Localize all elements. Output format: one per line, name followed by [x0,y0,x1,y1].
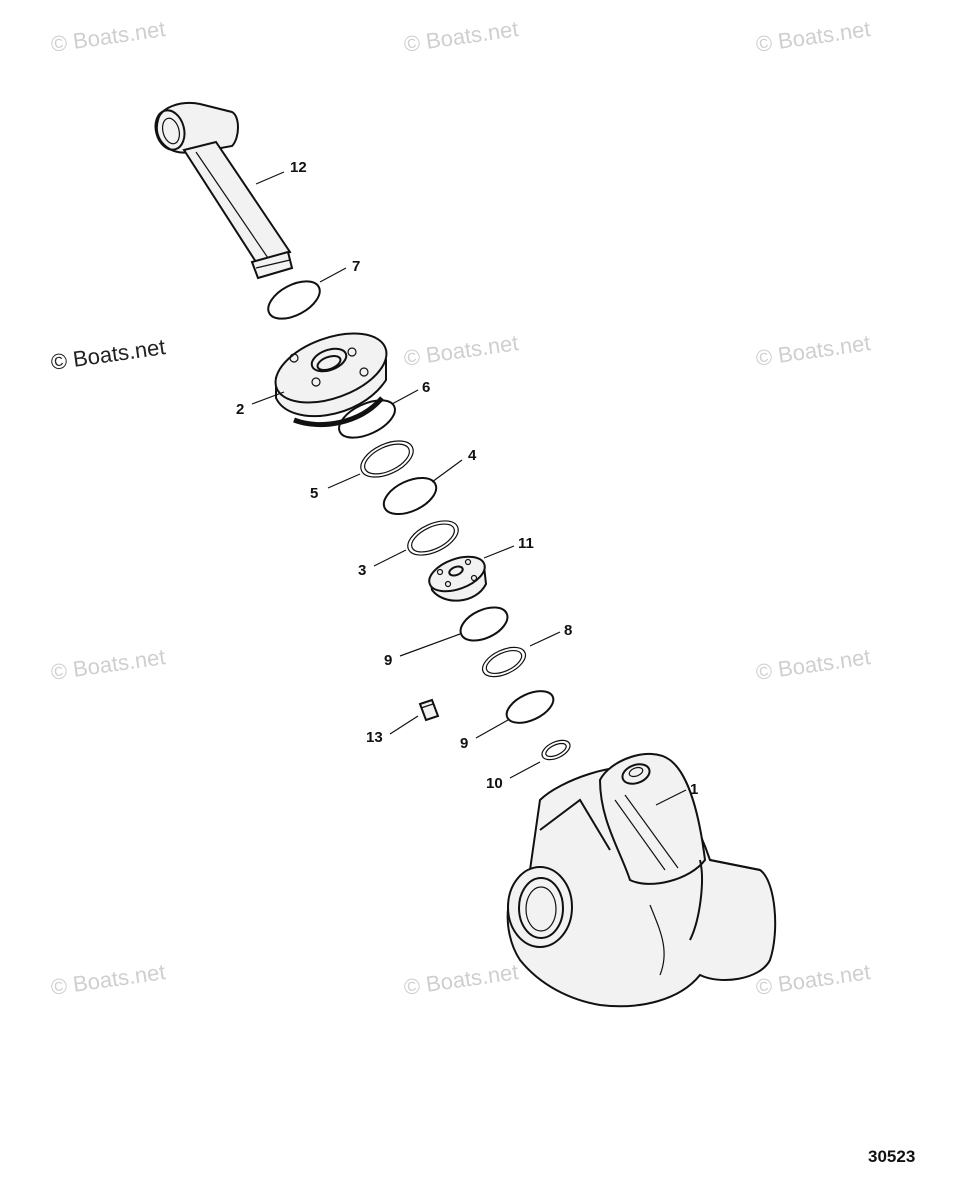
leader-1 [655,789,687,806]
part-2-flange [274,332,388,428]
callout-1: 1 [690,781,698,798]
callout-labels: 12 7 2 6 5 4 3 11 8 9 13 9 10 1 [236,159,698,798]
leader-8 [529,631,561,647]
callout-9-upper: 9 [384,652,392,669]
part-7-o-ring [267,280,321,320]
callout-3: 3 [358,562,366,579]
leader-4 [431,459,463,483]
part-8-thin-ring [481,646,527,678]
callout-10: 10 [486,775,503,792]
part-4-o-ring [382,476,438,516]
callout-7: 7 [352,258,360,275]
watermark: © Boats.net [402,16,520,57]
callout-6: 6 [422,379,430,396]
leader-10 [509,761,541,779]
part-5-thin-ring [360,440,414,478]
part-9-o-ring-upper [459,606,509,642]
watermark: © Boats.net [49,644,167,685]
figure-number: 30523 [868,1147,915,1166]
watermark: © Boats.net [754,330,872,371]
part-1-housing [506,752,777,1008]
watermark: © Boats.net [49,959,167,1000]
leader-12 [255,171,285,185]
part-12-elbow-tube [154,102,294,280]
watermark: © Boats.net [402,959,520,1000]
part-9-o-ring-lower [505,690,555,724]
callout-13: 13 [366,729,383,746]
leader-13 [389,715,419,735]
callout-12: 12 [290,159,307,176]
watermark: © Boats.net [49,16,167,57]
leader-9b [475,719,509,739]
part-11-small-flange [428,555,488,602]
watermark: © Boats.net [402,330,520,371]
watermark: © Boats.net [49,334,167,375]
part-13-plug [418,698,440,722]
watermark: © Boats.net [754,16,872,57]
leader-6 [391,389,419,405]
leader-9a [399,633,461,657]
watermark-layer: © Boats.net © Boats.net © Boats.net © Bo… [49,16,872,1000]
leader-5 [327,473,361,489]
leader-3 [373,549,407,567]
watermark: © Boats.net [754,959,872,1000]
callout-9-lower: 9 [460,735,468,752]
leader-lines [251,171,687,806]
callout-5: 5 [310,485,318,502]
callout-4: 4 [468,447,477,464]
leader-11 [483,545,515,559]
callout-8: 8 [564,622,572,639]
watermark: © Boats.net [754,644,872,685]
part-3-thin-ring [407,520,459,556]
part-6-o-ring [338,399,396,439]
callout-2: 2 [236,401,244,418]
part-10-small-ring [541,739,571,761]
callout-11: 11 [518,535,534,552]
leader-2 [251,391,285,405]
leader-7 [319,267,347,283]
